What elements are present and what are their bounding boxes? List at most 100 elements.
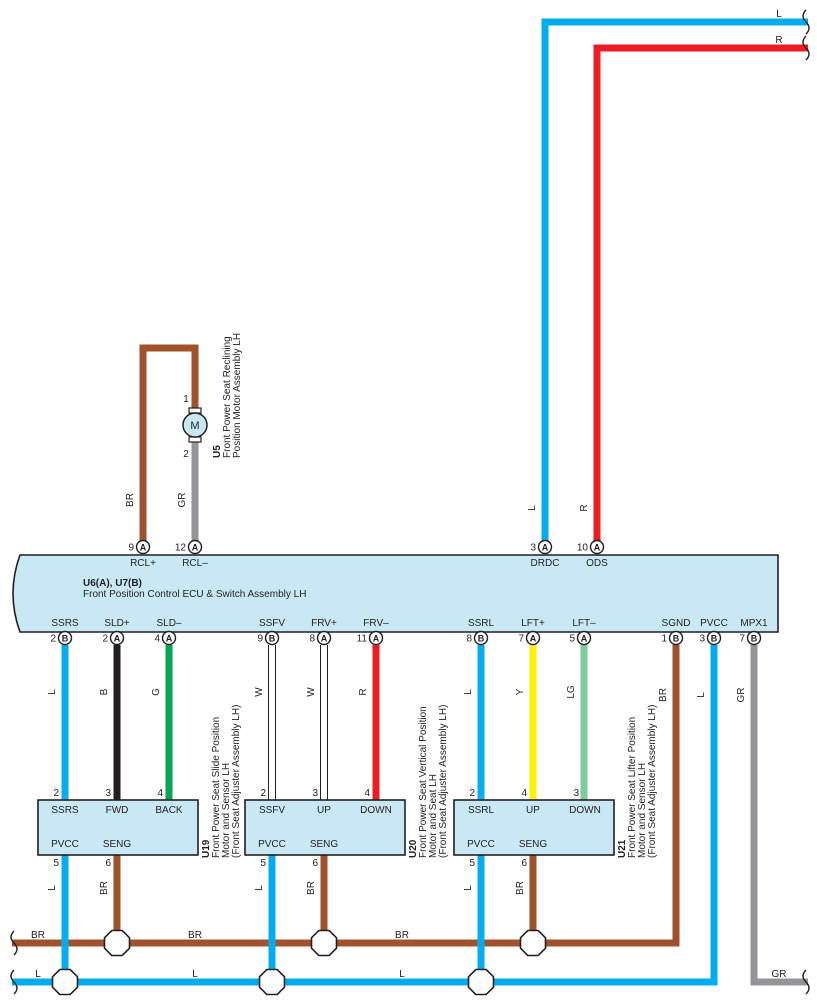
motor-id: U5 xyxy=(212,445,223,458)
ecu-top-pin-1-number: 12 xyxy=(175,543,187,554)
ecu-top-pin-name-2: DRDC xyxy=(531,558,560,569)
ecu-bottom-pin-9-conn: B xyxy=(673,633,680,643)
component-top-pin-number: 4 xyxy=(521,788,527,799)
ecu-bottom-pin-6-conn: B xyxy=(478,633,485,643)
component-top-pin-number: 3 xyxy=(573,788,579,799)
break-mark-left-br xyxy=(10,930,18,956)
wires xyxy=(12,18,808,986)
component-top-pin-name: SSFV xyxy=(259,805,285,816)
ecu-bottom-pin-9-connector xyxy=(668,630,684,646)
ecu-bottom-pin-5-connector xyxy=(368,630,384,646)
ecu-top-pin-3-number: 10 xyxy=(577,543,589,554)
bus-l-label-0: L xyxy=(35,969,41,980)
component-name-line3: (Front Seat Adjuster Assembly LH) xyxy=(231,705,242,858)
ecu-bottom-pin-1-conn: A xyxy=(114,633,121,643)
wire-mpx1-gr xyxy=(750,645,808,986)
splice-point-4 xyxy=(258,968,286,996)
component-top-pin-number: 2 xyxy=(260,788,266,799)
ecu-top-pin-3-connector xyxy=(589,539,605,555)
component-top-pin-name: SSRL xyxy=(468,805,495,816)
wire-code-top-0: BR xyxy=(125,493,136,507)
bus-br-label-1: BR xyxy=(188,930,202,941)
break-mark-right-r xyxy=(802,35,810,61)
component-body xyxy=(244,799,406,856)
ecu-bottom-pin-name-11: MPX1 xyxy=(740,618,768,629)
ecu-bottom-pin-8-conn: A xyxy=(581,633,588,643)
ecu-bottom-pin-0-connector xyxy=(57,630,73,646)
ecu-bottom-pin-name-6: SSRL xyxy=(468,618,495,629)
ecu-bottom-pin-1-connector xyxy=(109,630,125,646)
component-top-pin-number: 2 xyxy=(53,788,59,799)
component-top-pin-name: BACK xyxy=(155,805,183,816)
wire-code-exit-l: L xyxy=(776,9,782,20)
splice-point-0 xyxy=(103,929,131,957)
component-name-line3: (Front Seat Adjuster Assembly LH) xyxy=(438,705,449,858)
component-top-pin-number: 3 xyxy=(312,788,318,799)
component-bottom-pin-name: SENG xyxy=(103,839,132,850)
component-bottom-pin-name: PVCC xyxy=(258,839,286,850)
ecu-bottom-pin-2-conn: A xyxy=(166,633,173,643)
splice-point-3 xyxy=(51,968,79,996)
component-id: U20 xyxy=(408,839,419,858)
component-bottom-pin-number: 6 xyxy=(521,858,527,869)
ecu-bottom-pin-11-number: 7 xyxy=(739,634,745,645)
wire-code-top-3: R xyxy=(579,504,590,511)
break-mark-right-l xyxy=(802,9,810,35)
component-name-line1: Front Power Seat Slide Position xyxy=(211,717,222,858)
ecu-bottom-pin-8-number: 5 xyxy=(569,634,575,645)
motor-symbol-label: M xyxy=(190,420,199,432)
component-top-pin-name: SSRS xyxy=(51,805,79,816)
wire-code-sub-2: L xyxy=(254,885,265,891)
ecu-bottom-pin-6-connector xyxy=(473,630,489,646)
wire-code-sub-3: BR xyxy=(306,881,317,895)
ecu-bottom-pin-name-0: SSRS xyxy=(51,618,79,629)
wire-code-top-2: L xyxy=(527,505,538,511)
ecu-top-pin-name-1: RCL– xyxy=(182,558,208,569)
component-bottom-pin-number: 5 xyxy=(53,858,59,869)
ecu-name: Front Position Control ECU & Switch Asse… xyxy=(83,589,306,600)
wire-code-sub-4: L xyxy=(463,885,474,891)
component-top-pin-name: UP xyxy=(526,805,540,816)
ecu-bottom-pin-2-number: 4 xyxy=(154,634,160,645)
ecu-top-pin-0-conn: A xyxy=(140,542,147,552)
ecu-bottom-pin-3-connector xyxy=(264,630,280,646)
ecu-bottom-pin-name-1: SLD+ xyxy=(104,618,129,629)
ecu-top-pin-1-connector xyxy=(187,539,203,555)
ecu-bottom-pin-4-conn: A xyxy=(321,633,328,643)
ecu-bottom-pin-name-10: PVCC xyxy=(700,618,728,629)
component-id: U19 xyxy=(201,839,212,858)
component-top-pin-number: 3 xyxy=(105,788,111,799)
ecu-top-pin-1-conn: A xyxy=(192,542,199,552)
ecu-bottom-pin-8-connector xyxy=(576,630,592,646)
motor-name-line1: Front Power Seat Reclining xyxy=(222,336,233,458)
component-bottom-pin-name: SENG xyxy=(519,839,548,850)
wire-code-down-8: LG xyxy=(566,685,577,699)
component-top-pin-name: DOWN xyxy=(569,805,601,816)
ecu-bottom-pin-5-number: 11 xyxy=(357,634,368,645)
component-name-line1: Front Power Seat Vertical Position xyxy=(418,706,429,858)
ecu-bottom-pin-4-number: 8 xyxy=(309,634,315,645)
wire-code-down-1: B xyxy=(99,688,110,695)
ecu-bottom-pin-11-conn: B xyxy=(751,633,758,643)
ecu-bottom-pin-3-number: 9 xyxy=(257,634,263,645)
ecu-bottom-pin-6-number: 8 xyxy=(466,634,472,645)
component-bottom-pin-name: PVCC xyxy=(467,839,495,850)
bus-br-label-2: BR xyxy=(395,930,409,941)
ecu-top-pin-2-number: 3 xyxy=(530,543,536,554)
wire-code-down-9: BR xyxy=(658,688,669,702)
ecu-bottom-pin-4-connector xyxy=(316,630,332,646)
ecu-bottom-pin-name-9: SGND xyxy=(662,618,691,629)
component-name-line2: Motor and Sensor LH xyxy=(637,763,648,858)
ecu-bottom-pin-11-connector xyxy=(746,630,762,646)
